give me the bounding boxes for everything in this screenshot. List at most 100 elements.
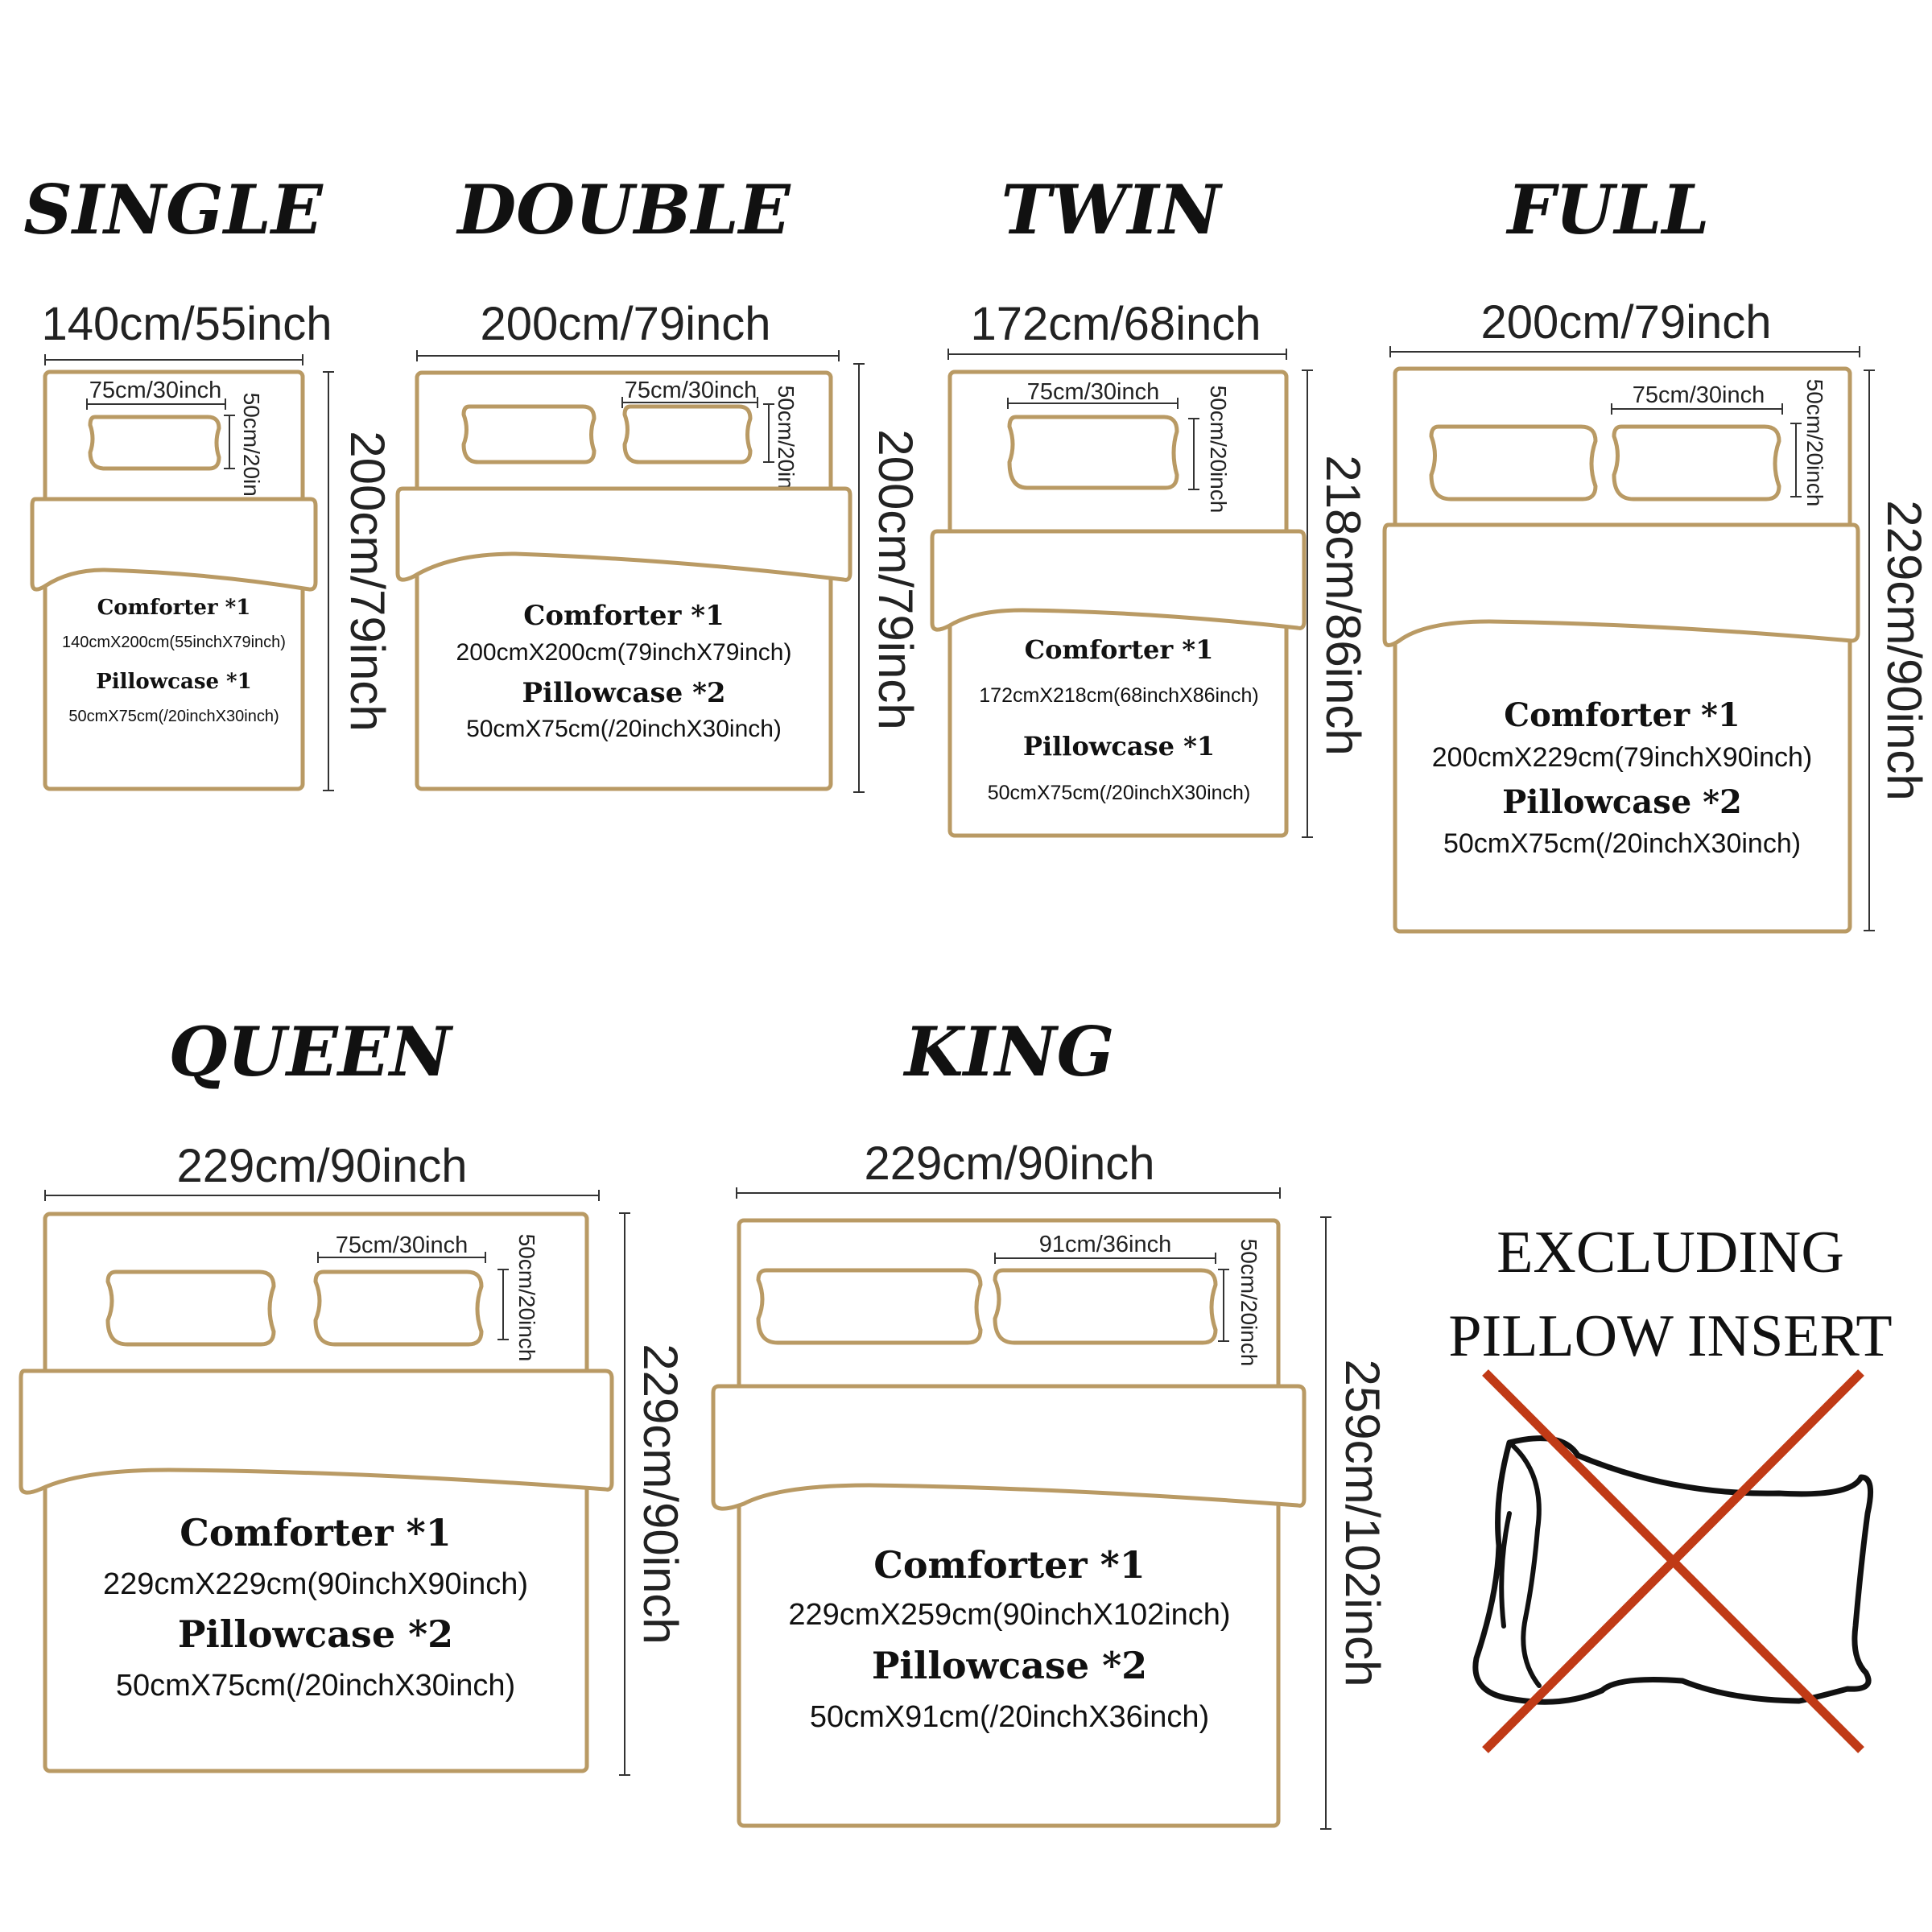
pillow-height-dimension-line: [224, 415, 235, 469]
bed-length-label: 259cm/102inch: [1335, 1360, 1389, 1687]
pillow-height-dimension-line: [763, 403, 774, 463]
pillow-height-label: 50cm/20inch: [1802, 379, 1827, 507]
bed-length-dimension-line: [1320, 1216, 1331, 1830]
bed-length-label: 229cm/90inch: [1877, 500, 1931, 801]
pillow-2: [993, 1268, 1218, 1345]
pillow-2: [313, 1269, 484, 1347]
pillowcase-label: Pillowcase *2: [1502, 783, 1742, 821]
bed-length-label: 200cm/79inch: [869, 429, 923, 730]
pillowcase-size: 50cmX75cm(/20inchX30inch): [116, 1669, 515, 1703]
bed-frame: [1393, 366, 1852, 934]
bed-width-label: 229cm/90inch: [176, 1140, 467, 1192]
pillow-height-label: 50cm/20inch: [1236, 1239, 1261, 1367]
pillow-width-label: 91cm/36inch: [1039, 1232, 1171, 1257]
pillow-width-label: 75cm/30inch: [336, 1232, 468, 1258]
pillow-width-label: 75cm/30inch: [625, 378, 757, 403]
bed-frame: [43, 1212, 589, 1773]
bed-width-dimension-line: [736, 1187, 1281, 1199]
pillow-width-dimension-line: [1611, 403, 1783, 415]
comforter-size: 140cmX200cm(55inchX79inch): [62, 634, 286, 651]
comforter-fold: [930, 529, 1307, 632]
bed-title: DOUBLE: [456, 170, 791, 250]
bed-twin: TWIN 172cm/68inch 218cm/86inch 75cm/30in…: [930, 170, 1370, 838]
bed-title: FULL: [1505, 170, 1709, 250]
pillow-1: [756, 1268, 983, 1345]
pillow-width-dimension-line: [621, 397, 758, 408]
comforter-fold: [30, 497, 318, 592]
bed-length-dimension-line: [1302, 369, 1313, 838]
bed-queen: QUEEN 229cm/90inch 229cm/90inch 75cm/30i…: [19, 1012, 687, 1776]
bed-width-dimension-line: [947, 349, 1287, 360]
comforter-label: Comforter *1: [1025, 634, 1214, 665]
bed-width-label: 200cm/79inch: [1480, 296, 1771, 349]
bed-single: SINGLE 140cm/55inch 200cm/79inch 75cm/30…: [23, 170, 394, 791]
bed-width-label: 172cm/68inch: [970, 298, 1261, 350]
comforter-size: 172cmX218cm(68inchX86inch): [979, 684, 1258, 707]
comforter-label: Comforter *1: [1504, 696, 1740, 734]
crossed-out-pillow-icon: [1472, 1369, 1874, 1753]
bed-title: TWIN: [1001, 170, 1224, 250]
bed-double: DOUBLE 200cm/79inch 200cm/79inch 75cm/30…: [395, 170, 923, 793]
pillow-width-dimension-line: [317, 1252, 486, 1263]
comforter-label: Comforter *1: [523, 600, 724, 632]
comforter-size: 200cmX229cm(79inchX90inch): [1432, 742, 1812, 773]
pillow-1: [1429, 424, 1598, 502]
pillow-width-dimension-line: [994, 1253, 1216, 1264]
comforter-label: Comforter *1: [180, 1511, 452, 1554]
pillow-2: [1612, 424, 1781, 502]
pillowcase-label: Pillowcase *1: [1023, 731, 1215, 762]
pillow-height-label: 50cm/20inch: [1206, 386, 1231, 514]
pillow-height-label: 50cm/20inch: [514, 1234, 539, 1362]
pillowcase-label: Pillowcase *1: [96, 670, 252, 694]
bed-length-label: 229cm/90inch: [634, 1344, 687, 1645]
bed-width-label: 140cm/55inch: [41, 298, 332, 350]
pillow-width-dimension-line: [86, 398, 226, 410]
pillowcase-size: 50cmX75cm(/20inchX30inch): [466, 716, 782, 742]
pillow-2: [622, 404, 753, 464]
comforter-size: 229cmX259cm(90inchX102inch): [788, 1598, 1230, 1632]
pillow-width-dimension-line: [1007, 398, 1179, 409]
pillowcase-size: 50cmX75cm(/20inchX30inch): [988, 782, 1251, 804]
comforter-fold: [19, 1368, 614, 1495]
pillowcase-size: 50cmX75cm(/20inchX30inch): [1443, 828, 1801, 859]
bed-length-dimension-line: [323, 371, 334, 791]
pillow-height-dimension-line: [1218, 1269, 1229, 1342]
notice-excluding-pillow-insert: EXCLUDING PILLOW INSERT: [1448, 1220, 1893, 1753]
cross-line-2: [1482, 1369, 1864, 1753]
pillow-height-dimension-line: [1188, 418, 1199, 490]
pillowcase-label: Pillowcase *2: [522, 677, 725, 709]
pillow-width-label: 75cm/30inch: [1027, 379, 1159, 405]
bed-length-dimension-line: [619, 1212, 630, 1776]
bed-frame: [415, 370, 833, 791]
bed-title: QUEEN: [168, 1012, 453, 1092]
notice-line-1: EXCLUDING: [1496, 1220, 1844, 1286]
bed-width-dimension-line: [44, 1190, 600, 1201]
pillow-1: [461, 404, 597, 464]
pillow-height-dimension-line: [497, 1269, 509, 1340]
pillow-1: [105, 1269, 276, 1347]
pillow-1: [88, 415, 221, 471]
bed-king: KING 229cm/90inch 259cm/102inch 91cm/36i…: [711, 1012, 1389, 1830]
bed-width-dimension-line: [1389, 346, 1860, 357]
bed-title: SINGLE: [23, 170, 324, 250]
comforter-size: 229cmX229cm(90inchX90inch): [103, 1567, 528, 1601]
pillowcase-size: 50cmX75cm(/20inchX30inch): [68, 708, 279, 725]
comforter-fold: [711, 1384, 1307, 1511]
pillow-width-label: 75cm/30inch: [89, 378, 221, 403]
comforter-label: Comforter *1: [97, 596, 251, 620]
bed-title: KING: [903, 1012, 1115, 1092]
bed-width-dimension-line: [416, 350, 840, 361]
bed-full: FULL 200cm/79inch 229cm/90inch 75cm/30in…: [1382, 170, 1931, 934]
comforter-size: 200cmX200cm(79inchX79inch): [456, 639, 792, 666]
bed-width-label: 229cm/90inch: [864, 1137, 1154, 1190]
pillow-width-label: 75cm/30inch: [1633, 382, 1765, 408]
comforter-label: Comforter *1: [873, 1543, 1146, 1587]
pillow-height-dimension-line: [1790, 423, 1802, 497]
bed-frame: [737, 1218, 1281, 1828]
bed-length-dimension-line: [1864, 369, 1875, 931]
bed-length-dimension-line: [853, 363, 865, 793]
pillowcase-label: Pillowcase *2: [178, 1612, 453, 1656]
bed-width-label: 200cm/79inch: [480, 298, 770, 350]
bed-length-label: 218cm/86inch: [1316, 455, 1370, 756]
